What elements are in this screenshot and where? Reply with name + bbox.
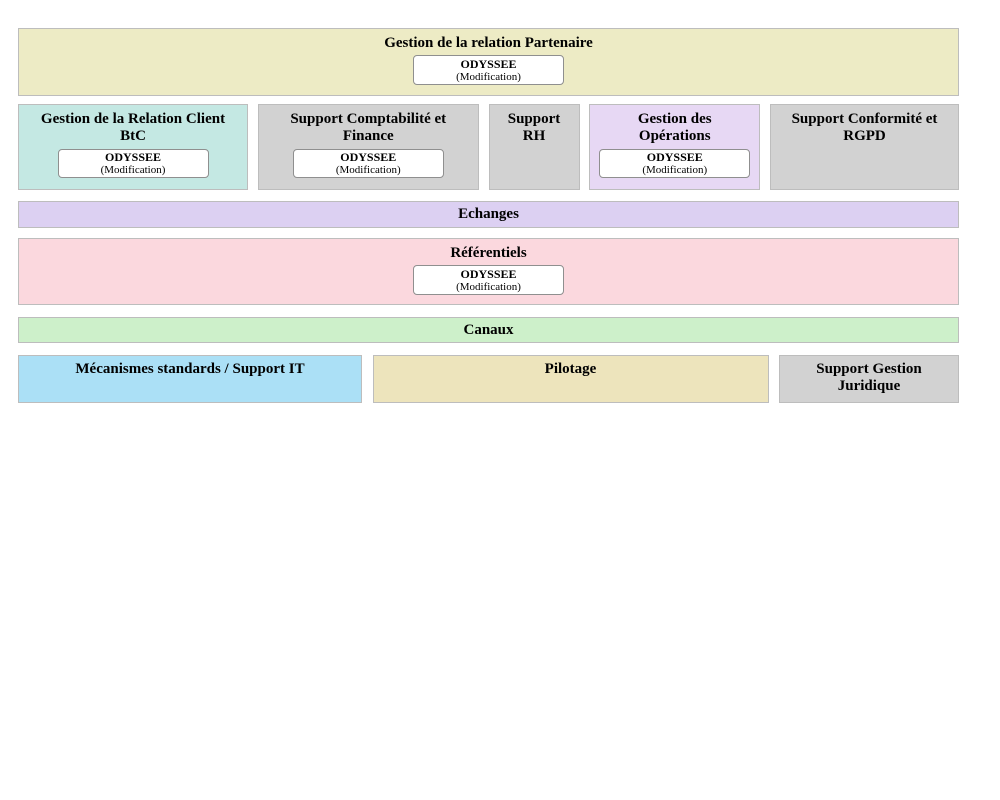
band-echanges: Echanges xyxy=(18,201,959,228)
block-support-conformite-rgpd-title: Support Conformité et RGPD xyxy=(791,111,938,144)
block-support-gestion-juridique: Support Gestion Juridique xyxy=(779,355,959,403)
app-status: (Modification) xyxy=(642,164,708,176)
app-status: (Modification) xyxy=(456,280,521,293)
diagram-wrapper: Gestion de la relation Partenaire ODYSSE… xyxy=(18,28,959,403)
support-row: Mécanismes standards / Support IT Pilota… xyxy=(18,355,959,403)
block-support-rh-title: Support RH xyxy=(507,111,561,144)
block-mecanismes-support-it-title: Mécanismes standards / Support IT xyxy=(75,361,305,377)
app-status: (Modification) xyxy=(456,70,521,83)
block-support-comptabilite-finance-title: Support Comptabilité et Finance xyxy=(290,111,447,144)
odyssee-app-box-comptabilite: ODYSSEE (Modification) xyxy=(292,149,444,178)
band-referentiels: Référentiels ODYSSEE (Modification) xyxy=(18,238,959,305)
app-name: ODYSSEE xyxy=(104,150,162,164)
block-gestion-operations: Gestion des Opérations ODYSSEE (Modifica… xyxy=(589,104,761,190)
block-pilotage: Pilotage xyxy=(372,355,769,403)
app-status: (Modification) xyxy=(335,164,401,176)
block-support-rh: Support RH xyxy=(488,104,580,190)
block-gestion-operations-title: Gestion des Opérations xyxy=(637,111,712,144)
band-referentiels-title: Référentiels xyxy=(450,245,527,261)
app-name: ODYSSEE xyxy=(460,56,517,71)
block-pilotage-title: Pilotage xyxy=(544,361,597,377)
odyssee-app-box-referentiels: ODYSSEE (Modification) xyxy=(413,265,564,295)
app-name: ODYSSEE xyxy=(460,266,517,281)
block-support-gestion-juridique-title: Support Gestion Juridique xyxy=(816,361,922,394)
band-echanges-title: Echanges xyxy=(458,206,519,222)
app-status: (Modification) xyxy=(100,164,166,176)
band-canaux: Canaux xyxy=(18,317,959,343)
odyssee-app-box-partenaire: ODYSSEE (Modification) xyxy=(413,55,564,85)
block-mecanismes-support-it: Mécanismes standards / Support IT xyxy=(18,355,362,403)
app-name: ODYSSEE xyxy=(340,150,397,164)
app-name: ODYSSEE xyxy=(646,150,703,164)
block-support-comptabilite-finance: Support Comptabilité et Finance ODYSSEE … xyxy=(257,104,479,190)
capability-row: Gestion de la Relation Client BtC ODYSSE… xyxy=(18,104,959,190)
block-relation-partenaire: Gestion de la relation Partenaire ODYSSE… xyxy=(18,28,959,96)
block-relation-client-btc-title: Gestion de la Relation Client BtC xyxy=(40,111,226,144)
block-relation-client-btc: Gestion de la Relation Client BtC ODYSSE… xyxy=(18,104,248,190)
block-support-conformite-rgpd: Support Conformité et RGPD xyxy=(770,104,959,190)
band-canaux-title: Canaux xyxy=(463,321,514,338)
block-relation-partenaire-title: Gestion de la relation Partenaire xyxy=(384,35,593,51)
odyssee-app-box-client-btc: ODYSSEE (Modification) xyxy=(57,149,209,178)
odyssee-app-box-operations: ODYSSEE (Modification) xyxy=(599,149,751,178)
